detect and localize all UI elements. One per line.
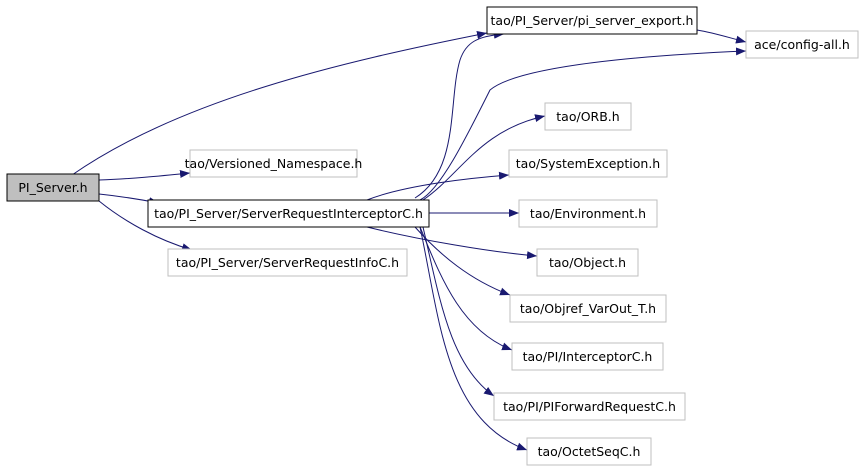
edge-server-request-interceptor-to-system-exception xyxy=(366,171,510,201)
node-box xyxy=(526,437,652,466)
node-objref-varout-t-h[interactable]: tao/Objref_VarOut_T.h xyxy=(509,294,667,323)
node-box xyxy=(508,149,668,178)
node-box xyxy=(518,199,658,228)
node-object-h[interactable]: tao/Object.h xyxy=(536,248,639,277)
node-orb-h[interactable]: tao/ORB.h xyxy=(544,102,632,131)
node-label: tao/ORB.h xyxy=(556,109,619,124)
node-label: tao/PI_Server/ServerRequestInfoC.h xyxy=(176,255,399,270)
edge-pi-server-export-to-config-all xyxy=(696,29,747,44)
edge-server-request-interceptor-to-interceptor-c xyxy=(419,226,513,351)
edge-server-request-interceptor-to-config-all xyxy=(419,47,747,201)
edge-server-request-interceptor-to-pi-server-export xyxy=(414,30,505,199)
edge-layer xyxy=(71,29,747,451)
node-label: tao/Environment.h xyxy=(530,206,646,221)
node-label: tao/PI/InterceptorC.h xyxy=(523,349,653,364)
node-interceptor-c-h[interactable]: tao/PI/InterceptorC.h xyxy=(511,342,664,371)
edge-server-request-interceptor-to-orb xyxy=(422,114,546,201)
node-box xyxy=(544,102,632,131)
node-label: tao/Object.h xyxy=(549,255,626,270)
node-label: tao/Versioned_Namespace.h xyxy=(185,156,363,171)
node-box xyxy=(493,392,686,421)
edge-pi-server-to-pi-server-export xyxy=(71,31,488,176)
edge-pi-server-to-server-request-info xyxy=(98,200,193,252)
node-label: tao/PI/PIForwardRequestC.h xyxy=(503,399,676,414)
node-label: tao/PI_Server/ServerRequestInterceptorC.… xyxy=(154,206,423,221)
node-pi-forward-request-c-h[interactable]: tao/PI/PIForwardRequestC.h xyxy=(493,392,686,421)
node-box xyxy=(536,248,639,277)
edge-server-request-interceptor-to-objref-varout xyxy=(414,226,511,296)
node-octet-seq-c-h[interactable]: tao/OctetSeqC.h xyxy=(526,437,652,466)
node-pi-server-h[interactable]: PI_Server.h xyxy=(6,173,100,202)
node-label: tao/PI_Server/pi_server_export.h xyxy=(491,13,694,28)
node-box xyxy=(486,6,698,35)
node-label: tao/Objref_VarOut_T.h xyxy=(520,301,656,316)
node-system-exception-h[interactable]: tao/SystemException.h xyxy=(508,149,668,178)
node-label: ace/config-all.h xyxy=(754,37,850,52)
node-box xyxy=(147,199,430,228)
node-label: PI_Server.h xyxy=(18,180,87,195)
edge-server-request-interceptor-to-octet-seq xyxy=(419,226,528,451)
node-layer: PI_Server.h tao/PI_Server/pi_server_expo… xyxy=(6,6,859,466)
edge-pi-server-to-versioned-namespace xyxy=(98,170,191,181)
node-box xyxy=(745,30,859,59)
node-box xyxy=(511,342,664,371)
node-versioned-namespace-h[interactable]: tao/Versioned_Namespace.h xyxy=(185,149,363,178)
node-label: tao/SystemException.h xyxy=(516,156,660,171)
edge-server-request-interceptor-to-object xyxy=(366,226,538,260)
edge-server-request-interceptor-to-pi-forward-request xyxy=(422,226,495,397)
node-box xyxy=(167,248,408,277)
node-pi-server-export-h[interactable]: tao/PI_Server/pi_server_export.h xyxy=(486,6,698,35)
node-box xyxy=(6,173,100,202)
node-box xyxy=(509,294,667,323)
node-label: tao/OctetSeqC.h xyxy=(538,444,641,459)
node-server-request-interceptor-c-h[interactable]: tao/PI_Server/ServerRequestInterceptorC.… xyxy=(147,199,430,228)
node-config-all-h[interactable]: ace/config-all.h xyxy=(745,30,859,59)
node-server-request-info-c-h[interactable]: tao/PI_Server/ServerRequestInfoC.h xyxy=(167,248,408,277)
node-environment-h[interactable]: tao/Environment.h xyxy=(518,199,658,228)
node-box xyxy=(189,149,358,178)
